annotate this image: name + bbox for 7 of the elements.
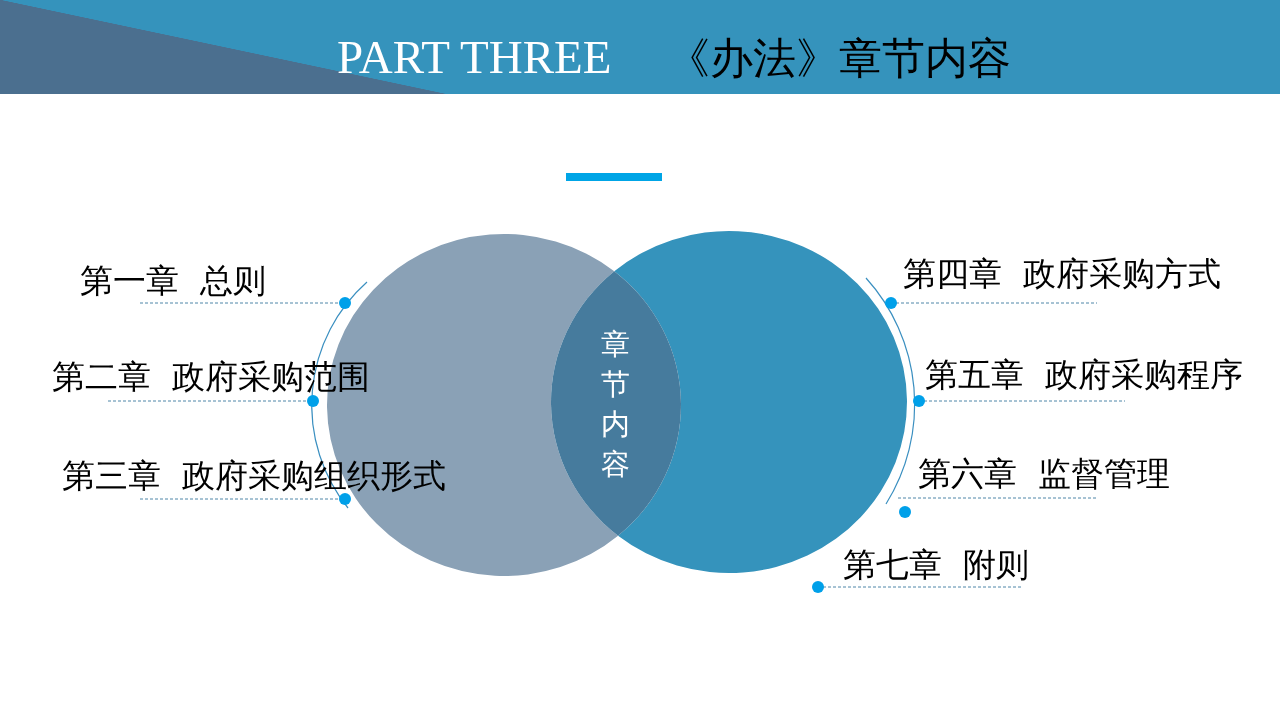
chapter-label: 第五章 政府采购程序 <box>925 356 1243 394</box>
chapter-label: 第七章 附则 <box>843 546 1029 584</box>
slide-title: PART THREE 《办法》章节内容 <box>337 30 1012 85</box>
chapter-label: 第二章 政府采购范围 <box>52 358 370 396</box>
chapter-label: 第六章 监督管理 <box>918 455 1170 493</box>
chapter-label: 第四章 政府采购方式 <box>903 255 1221 293</box>
chapter-label: 第一章 总则 <box>80 262 266 300</box>
